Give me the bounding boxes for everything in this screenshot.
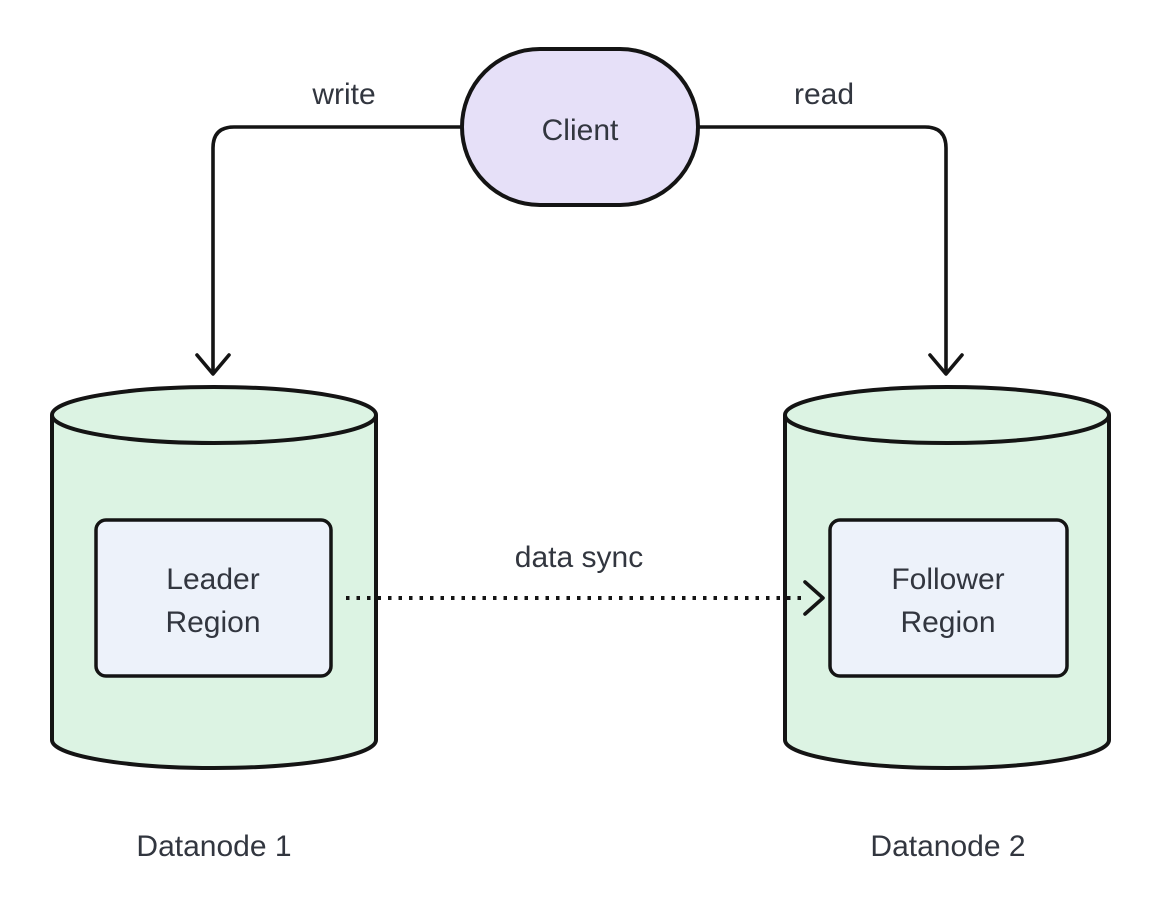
data-sync-arrowhead-icon <box>803 580 825 616</box>
follower-region-label-line1: Follower <box>891 563 1004 596</box>
client-node-label: Client <box>542 114 619 147</box>
leader-region-box <box>94 518 333 678</box>
follower-region-box <box>828 518 1069 678</box>
write-edge-label: write <box>311 78 375 111</box>
read-edge-label: read <box>794 78 854 111</box>
write-edge <box>211 125 462 372</box>
client-node <box>460 47 700 207</box>
read-edge <box>698 125 948 372</box>
read-edge-arrowhead-icon <box>928 353 964 376</box>
datanode2-caption: Datanode 2 <box>870 830 1025 863</box>
datanode2-cylinder-top <box>783 385 1111 445</box>
leader-region-label-line1: Leader <box>166 563 259 596</box>
write-edge-arrowhead-icon <box>195 353 231 376</box>
diagram-shapes <box>50 47 1111 770</box>
datanode1-caption: Datanode 1 <box>136 830 291 863</box>
leader-region-label-line2: Region <box>165 606 260 639</box>
data-sync-edge-label: data sync <box>515 541 643 574</box>
datanode1-cylinder-top <box>50 385 378 445</box>
follower-region-label-line2: Region <box>900 606 995 639</box>
diagram-labels: Client write read data sync Leader Regio… <box>136 78 1025 863</box>
